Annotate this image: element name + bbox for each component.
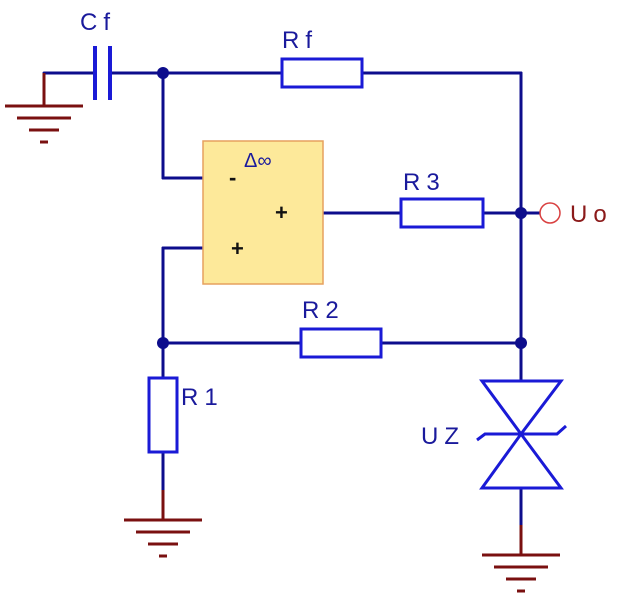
output-terminal: Uo bbox=[539, 201, 613, 228]
resistor-r1: R1 bbox=[147, 376, 224, 454]
resistor-r1-label: R1 bbox=[181, 384, 224, 411]
zener-diode-uz: UZ bbox=[421, 379, 567, 490]
junction-node-bottom-right bbox=[515, 337, 527, 349]
resistor-r2-label: R2 bbox=[302, 297, 345, 324]
zener-label: UZ bbox=[421, 423, 465, 450]
opamp-gain-symbol: Δ∞ bbox=[244, 150, 272, 172]
resistor-r1-body bbox=[147, 376, 179, 454]
zener-lower-triangle bbox=[479, 431, 564, 490]
capacitor-cf: Cf bbox=[80, 9, 116, 100]
ground-symbol-capacitor bbox=[5, 73, 83, 144]
junction-node-top-left bbox=[157, 67, 169, 79]
resistor-r3-body bbox=[399, 197, 485, 229]
opamp: Δ∞ - + + bbox=[202, 140, 324, 285]
opamp-output-sign: + bbox=[275, 200, 288, 225]
junction-nodes bbox=[157, 67, 527, 349]
junction-node-bottom-left bbox=[157, 337, 169, 349]
ground-symbol-r1 bbox=[124, 490, 202, 558]
opamp-inverting-sign: - bbox=[229, 165, 236, 190]
resistor-rf-body bbox=[280, 57, 364, 89]
resistor-r2: R2 bbox=[299, 297, 383, 359]
output-terminal-circle bbox=[539, 202, 561, 224]
resistor-r3: R3 bbox=[399, 169, 485, 229]
opamp-noninverting-sign: + bbox=[231, 236, 244, 261]
output-label: Uo bbox=[570, 201, 613, 228]
junction-node-output bbox=[515, 207, 527, 219]
zener-bar bbox=[476, 424, 567, 442]
resistor-r2-body bbox=[299, 327, 383, 359]
ground-symbol-zener bbox=[482, 525, 560, 593]
resistor-rf: Rf bbox=[280, 27, 364, 89]
resistor-rf-label: Rf bbox=[282, 27, 318, 54]
opamp-body bbox=[202, 140, 324, 285]
resistor-r3-label: R3 bbox=[403, 169, 446, 196]
zener-upper-triangle bbox=[479, 379, 565, 437]
capacitor-label: Cf bbox=[80, 9, 116, 36]
